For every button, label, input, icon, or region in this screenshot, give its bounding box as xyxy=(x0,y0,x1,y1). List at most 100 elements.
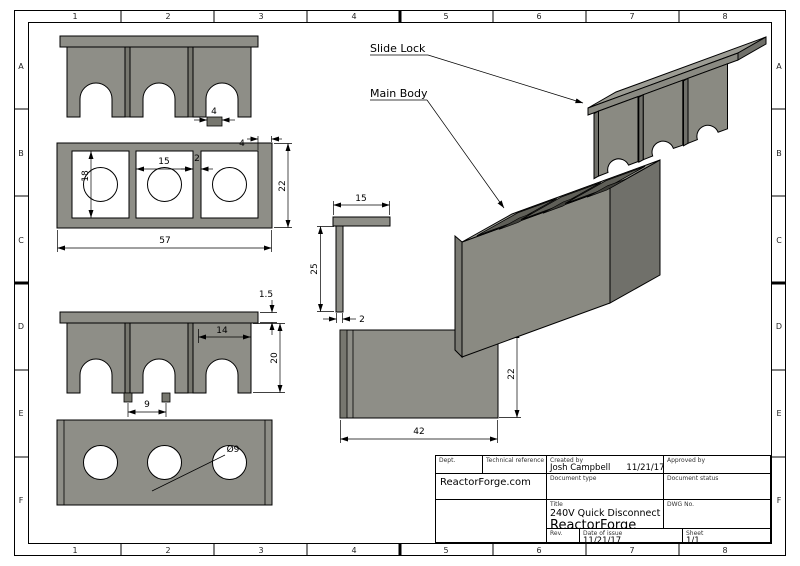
dimension-pocket-height: 18 xyxy=(81,151,94,218)
dimension-hole-diameter: Ø9 xyxy=(151,444,240,492)
slide-lock-plate-end xyxy=(737,36,767,61)
pocket xyxy=(476,198,557,237)
zone-label: 3 xyxy=(258,546,263,555)
dimension-label: 42 xyxy=(413,427,424,437)
zone-label: 6 xyxy=(536,12,541,21)
dimension-label: 15 xyxy=(158,157,169,167)
company-cell: ReactorForge.com xyxy=(436,473,546,499)
created-by-cell: Created by Josh Campbell 11/21/17 xyxy=(546,456,663,473)
zone-label: 4 xyxy=(351,546,356,555)
zone-label: E xyxy=(18,409,23,418)
document-status-cell: Document status xyxy=(663,473,770,499)
zone-label: 1 xyxy=(72,12,77,21)
foot-tab xyxy=(123,392,133,403)
document-type-cell: Document type xyxy=(546,473,663,499)
created-by-name: Josh Campbell xyxy=(550,463,611,473)
dimension-label: 2 xyxy=(359,315,365,325)
zone-label: C xyxy=(18,236,24,245)
empty-cell xyxy=(436,499,546,542)
drawing-title: 240V Quick Disconnect xyxy=(550,508,661,519)
zone-label: 6 xyxy=(536,546,541,555)
dimension-profile-width: 15 xyxy=(333,194,390,215)
hole xyxy=(147,167,182,202)
fin-side xyxy=(683,77,689,147)
arch-block xyxy=(129,46,189,118)
sheet-cell: Sheet 1/1 xyxy=(682,528,770,542)
main-body-label: Main Body xyxy=(370,87,428,100)
dwg-no-label: DWG No. xyxy=(667,501,695,508)
pocket xyxy=(520,182,602,220)
dimension-side-length: 42 xyxy=(340,420,498,443)
zone-label: 5 xyxy=(443,12,448,21)
fin-edge xyxy=(124,322,131,394)
view-isometric: Slide Lock Main Body xyxy=(370,36,767,359)
arch-fin xyxy=(642,79,684,161)
dimension-label: 20 xyxy=(270,352,280,364)
date-of-issue-value: 11/21/17 xyxy=(583,536,622,543)
zone-label: D xyxy=(18,322,24,331)
dimension-label: 4 xyxy=(239,139,245,149)
zone-label: B xyxy=(776,149,782,158)
hole xyxy=(212,445,247,480)
fin-side xyxy=(593,110,599,180)
arch-block xyxy=(192,46,252,118)
approved-by-cell: Approved by xyxy=(663,456,770,473)
arch-block xyxy=(66,322,126,394)
dimension-label: 18 xyxy=(81,170,91,182)
zone-label: C xyxy=(776,236,782,245)
dimension-label: 25 xyxy=(310,263,320,274)
dimension-plate-thickness: 1.5 xyxy=(259,290,277,335)
foot-tab xyxy=(161,392,171,403)
zone-label: 8 xyxy=(722,546,727,555)
created-by-label: Created by xyxy=(550,457,584,464)
slide-lock xyxy=(587,36,767,180)
top-plate xyxy=(59,35,259,48)
date-of-issue-cell: Date of issue 11/21/17 xyxy=(579,528,682,542)
view-front-b: 1.5 14 20 9 xyxy=(59,290,285,417)
zone-label: E xyxy=(776,409,781,418)
dimension-block-width: 14 xyxy=(198,326,251,343)
dimension-label: 22 xyxy=(278,180,288,191)
fin-edge xyxy=(124,46,131,118)
rev-label: Rev. xyxy=(550,530,563,537)
zone-label: D xyxy=(776,322,782,331)
dimension-label: 2 xyxy=(194,154,200,164)
title-label: Title xyxy=(550,501,563,508)
hole xyxy=(83,445,118,480)
hole xyxy=(147,445,182,480)
technical-reference-cell: Technical reference xyxy=(482,456,546,473)
zone-label: 2 xyxy=(165,546,170,555)
sheet-label: Sheet xyxy=(686,530,704,537)
zone-label: 7 xyxy=(629,546,634,555)
document-status-label: Document status xyxy=(667,475,719,482)
zone-label: 2 xyxy=(165,12,170,21)
dimension-profile-height: 25 xyxy=(310,226,334,312)
zone-label: F xyxy=(777,496,782,505)
pocket-hole xyxy=(586,178,628,198)
arch-block xyxy=(192,322,252,394)
document-type-label: Document type xyxy=(550,475,597,482)
dimension-label: 15 xyxy=(355,194,366,204)
sheet-frame xyxy=(14,10,786,556)
dept-cell: Dept. xyxy=(436,456,482,473)
dimension-label: 22 xyxy=(507,368,517,379)
dimension-profile-thickness: 2 xyxy=(323,313,365,325)
arch-block xyxy=(66,46,126,118)
dept-label: Dept. xyxy=(439,457,456,464)
view-side: 22 42 xyxy=(339,329,521,443)
slide-lock-label: Slide Lock xyxy=(370,42,426,55)
zone-label: F xyxy=(19,496,24,505)
dwg-no-cell: DWG No. xyxy=(663,499,770,528)
dimension-label: 4 xyxy=(211,107,217,117)
arch-fin xyxy=(687,63,728,145)
dimension-label: Ø9 xyxy=(227,444,240,455)
zone-label: 3 xyxy=(258,12,263,21)
dimension-margin: 4 xyxy=(239,136,282,150)
dimension-length: 57 xyxy=(57,230,272,252)
view-front-a: 4 xyxy=(59,35,259,127)
zone-label: 1 xyxy=(72,546,77,555)
arch-block xyxy=(129,322,189,394)
title-block: Dept. Technical reference Created by Jos… xyxy=(435,455,771,543)
profile-web xyxy=(335,225,344,313)
